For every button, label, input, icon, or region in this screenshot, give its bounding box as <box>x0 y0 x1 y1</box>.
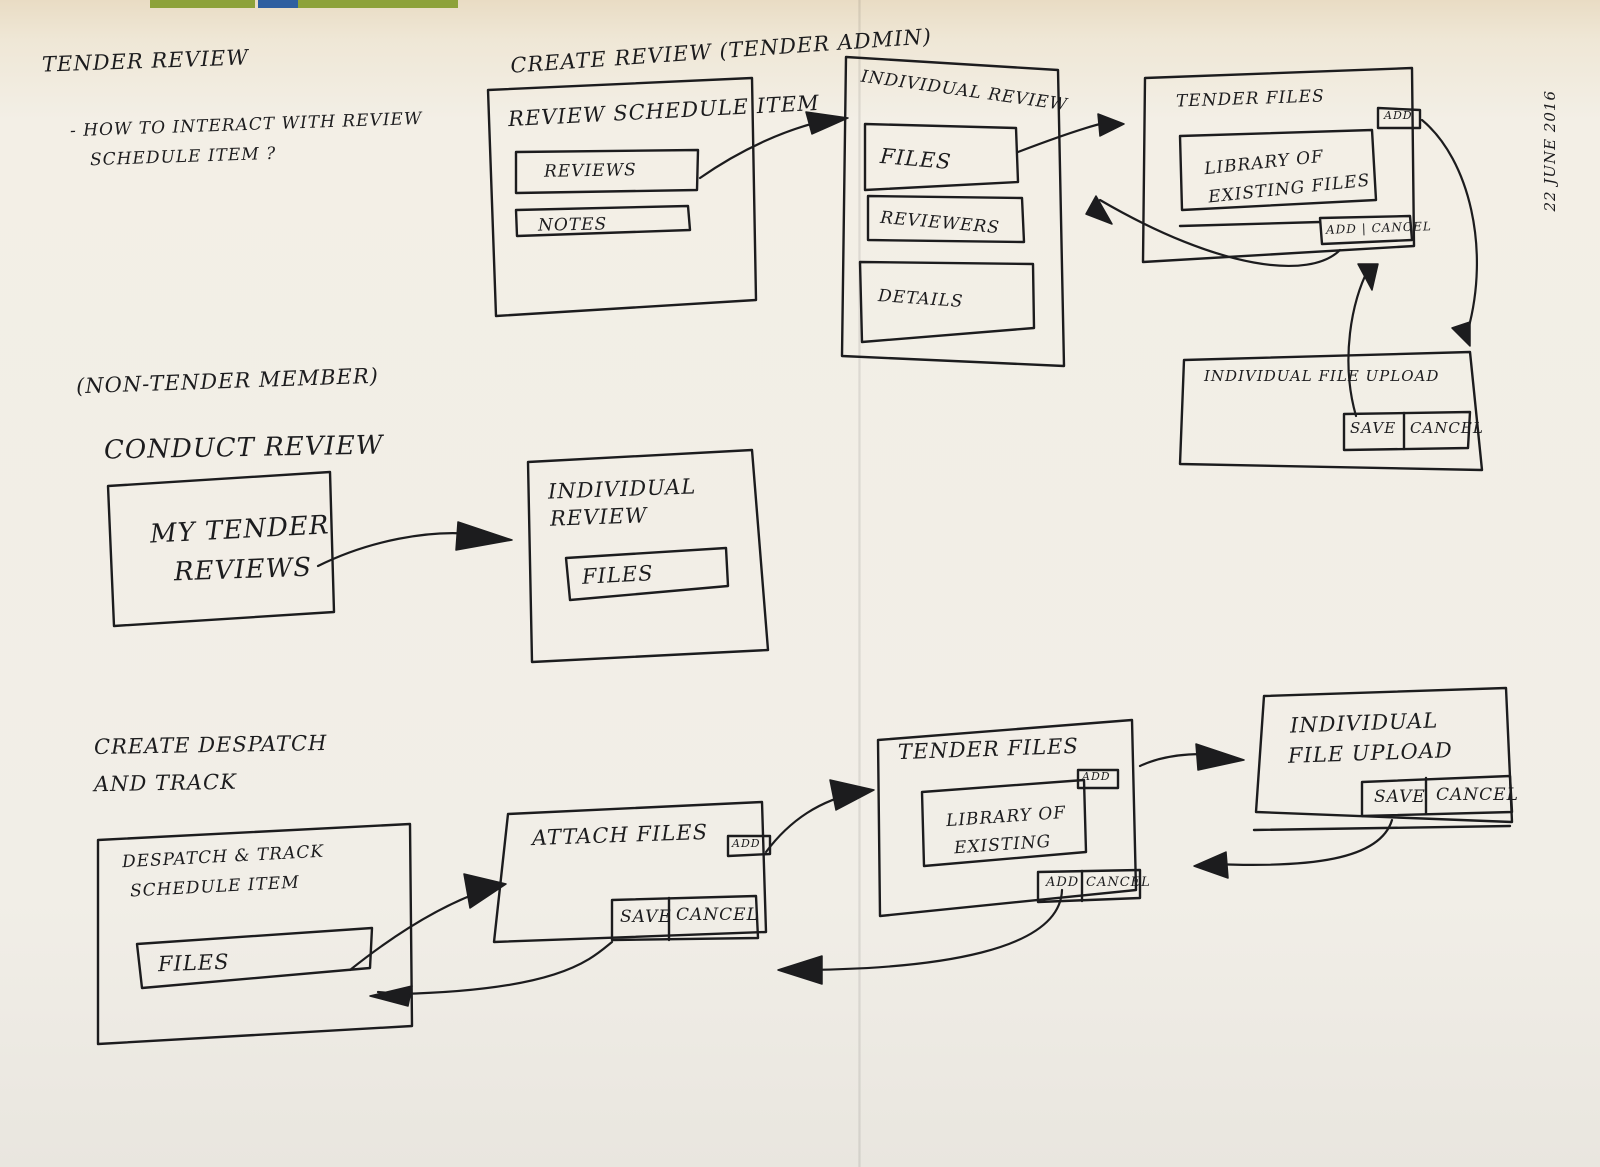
my-tender-reviews-line-2[interactable]: REVIEWS <box>173 552 313 588</box>
despatch-upload-save-button[interactable]: SAVE <box>1374 787 1426 807</box>
upload-cancel-button[interactable]: CANCEL <box>1410 419 1484 437</box>
tender-files-add-button[interactable]: ADD <box>1384 109 1413 122</box>
attach-cancel-button[interactable]: CANCEL <box>676 905 759 925</box>
tape-strip <box>298 0 458 8</box>
despatch-tender-files-add-button[interactable]: ADD <box>1082 770 1111 783</box>
despatch-upload-cancel-button[interactable]: CANCEL <box>1436 785 1519 805</box>
conduct-files-button[interactable]: FILES <box>581 561 655 589</box>
conduct-individual-review-line-2: REVIEW <box>549 503 648 531</box>
despatch-library-cancel-button[interactable]: CANCEL <box>1086 875 1151 890</box>
despatch-heading-line-2: AND TRACK <box>93 769 237 797</box>
page-fold <box>858 0 861 1167</box>
date-note: 22 JUNE 2016 <box>1541 90 1559 212</box>
tape-strip-blue <box>258 0 298 8</box>
tape-strip <box>150 0 255 8</box>
despatch-files-button[interactable]: FILES <box>157 949 230 977</box>
attach-files-add-button[interactable]: ADD <box>732 837 761 850</box>
attach-save-button[interactable]: SAVE <box>620 907 672 927</box>
file-upload-title: INDIVIDUAL FILE UPLOAD <box>1204 367 1440 385</box>
despatch-heading-line-1: CREATE DESPATCH <box>93 730 328 760</box>
conduct-review-heading: CONDUCT REVIEW <box>103 430 384 466</box>
upload-save-button[interactable]: SAVE <box>1350 419 1397 437</box>
reviews-button[interactable]: REVIEWS <box>543 160 637 182</box>
despatch-library-add-button[interactable]: ADD <box>1046 875 1080 890</box>
notes-button[interactable]: NOTES <box>537 214 608 236</box>
